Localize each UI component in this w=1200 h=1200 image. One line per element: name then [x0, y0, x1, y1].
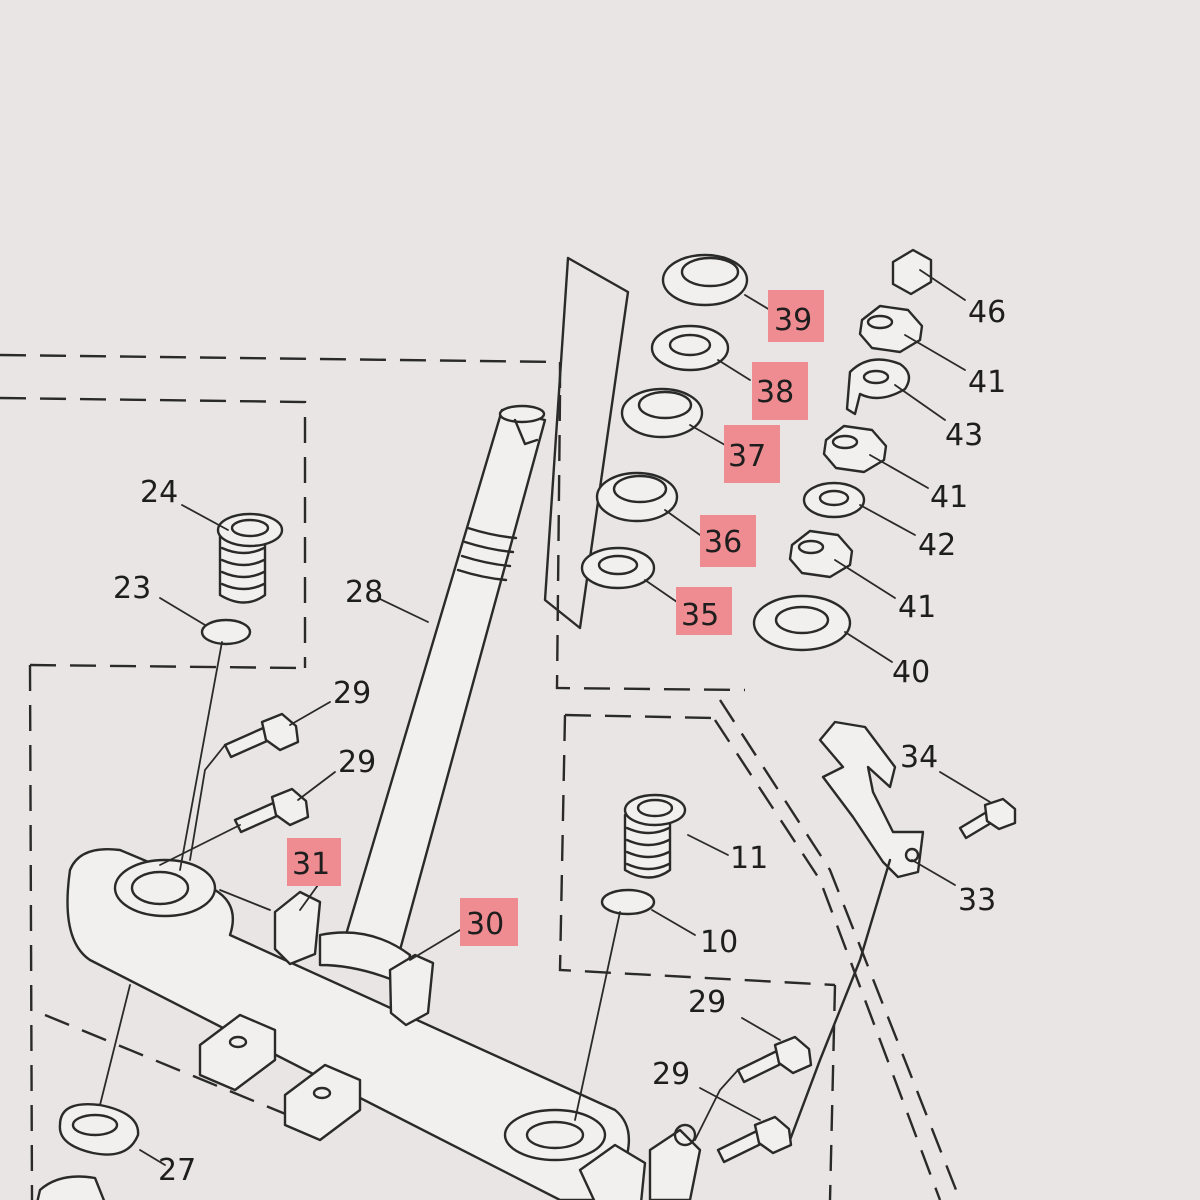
- label-29-d: 29: [652, 1057, 690, 1092]
- leader-lines: [99, 269, 991, 1166]
- part-46-cap: [891, 248, 933, 296]
- part-24-plug: [216, 512, 284, 604]
- label-24: 24: [140, 475, 178, 510]
- part-11-plug: [623, 793, 687, 879]
- label-41-c: 41: [898, 590, 936, 625]
- part-29-bolt-d: [716, 1115, 793, 1164]
- highlight-boxes: [287, 290, 824, 946]
- label-42: 42: [918, 528, 956, 563]
- part-41-nut-c: [788, 529, 854, 579]
- label-37: 37: [728, 439, 766, 474]
- label-35: 35: [681, 598, 719, 633]
- label-23: 23: [113, 571, 151, 606]
- plugs: [36, 512, 687, 1200]
- label-34: 34: [900, 740, 938, 775]
- bolts: [223, 712, 1017, 1164]
- label-39: 39: [774, 303, 812, 338]
- part-38-bearing: [650, 324, 730, 372]
- label-29-c: 29: [688, 985, 726, 1020]
- label-28: 28: [345, 575, 383, 610]
- part-37-seal: [620, 387, 704, 439]
- bracket: [788, 720, 925, 1142]
- highlight-31: [287, 838, 341, 886]
- label-27: 27: [158, 1153, 196, 1188]
- label-33: 33: [958, 883, 996, 918]
- part-41-nut-b: [822, 424, 888, 474]
- part-23-o-ring: [200, 618, 252, 646]
- part-29-bolt-b: [233, 787, 310, 834]
- part-42-washer: [802, 481, 866, 519]
- part-39-seal: [661, 253, 749, 307]
- label-29-a: 29: [333, 676, 371, 711]
- right-parts: [580, 248, 933, 652]
- steering-frame: [66, 848, 702, 1200]
- label-38: 38: [756, 375, 794, 410]
- label-36: 36: [704, 525, 742, 560]
- part-27-cap: [58, 1103, 140, 1156]
- pads: [273, 890, 435, 1027]
- highlight-37: [724, 425, 780, 483]
- highlight-35: [676, 587, 732, 635]
- part-40-washer: [752, 594, 852, 652]
- dashed-group-boundaries: [0, 353, 962, 1200]
- label-46: 46: [968, 295, 1006, 330]
- part-labels: 39 38 37 36 35 46 41 43 41 42 41 40 24 2…: [113, 295, 1006, 1188]
- part-43-tab-washer: [845, 358, 911, 416]
- label-41-b: 41: [930, 480, 968, 515]
- label-29-b: 29: [338, 745, 376, 780]
- highlight-38: [752, 362, 808, 420]
- label-41-a: 41: [968, 365, 1006, 400]
- highlight-30: [460, 898, 518, 946]
- part-35-bearing: [580, 546, 656, 590]
- label-43: 43: [945, 418, 983, 453]
- part-29-bolt-a: [223, 712, 300, 759]
- label-40: 40: [892, 655, 930, 690]
- highlight-36: [700, 515, 756, 567]
- part-10-o-ring: [600, 888, 656, 916]
- part-36-seal: [595, 471, 679, 523]
- part-29-bolt-c: [736, 1035, 813, 1084]
- label-31: 31: [292, 847, 330, 882]
- label-10: 10: [700, 925, 738, 960]
- part-34-bolt: [958, 797, 1017, 840]
- part-41-nut-a: [858, 304, 924, 354]
- label-30: 30: [466, 907, 504, 942]
- highlight-39: [768, 290, 824, 342]
- label-11: 11: [730, 841, 768, 876]
